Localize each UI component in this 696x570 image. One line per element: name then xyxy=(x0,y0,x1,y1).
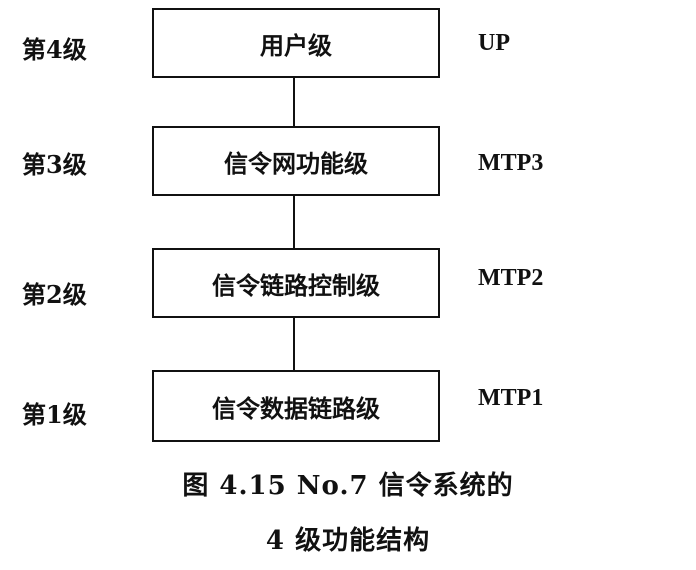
level-1-label: 第1级 xyxy=(22,400,87,429)
level-4-code: UP xyxy=(478,30,510,56)
signalling-link-control-box: 信令链路控制级 xyxy=(152,248,440,318)
connector-4-3 xyxy=(293,78,295,126)
figure-caption-line-1: 图 4.15 No.7 信令系统的 xyxy=(182,471,514,501)
level-2-code: MTP2 xyxy=(478,265,544,291)
level-4-label: 第4级 xyxy=(22,35,87,64)
user-part-box: 用户级 xyxy=(152,8,440,78)
connector-3-2 xyxy=(293,196,295,248)
connector-2-1 xyxy=(293,318,295,370)
figure-caption-line-2: 4 级功能结构 xyxy=(265,526,431,556)
level-1-code: MTP1 xyxy=(478,385,544,411)
signalling-data-link-box: 信令数据链路级 xyxy=(152,370,440,442)
level-3-label: 第3级 xyxy=(22,150,87,179)
level-3-code: MTP3 xyxy=(478,150,544,176)
level-2-label: 第2级 xyxy=(22,280,87,309)
signalling-network-box: 信令网功能级 xyxy=(152,126,440,196)
